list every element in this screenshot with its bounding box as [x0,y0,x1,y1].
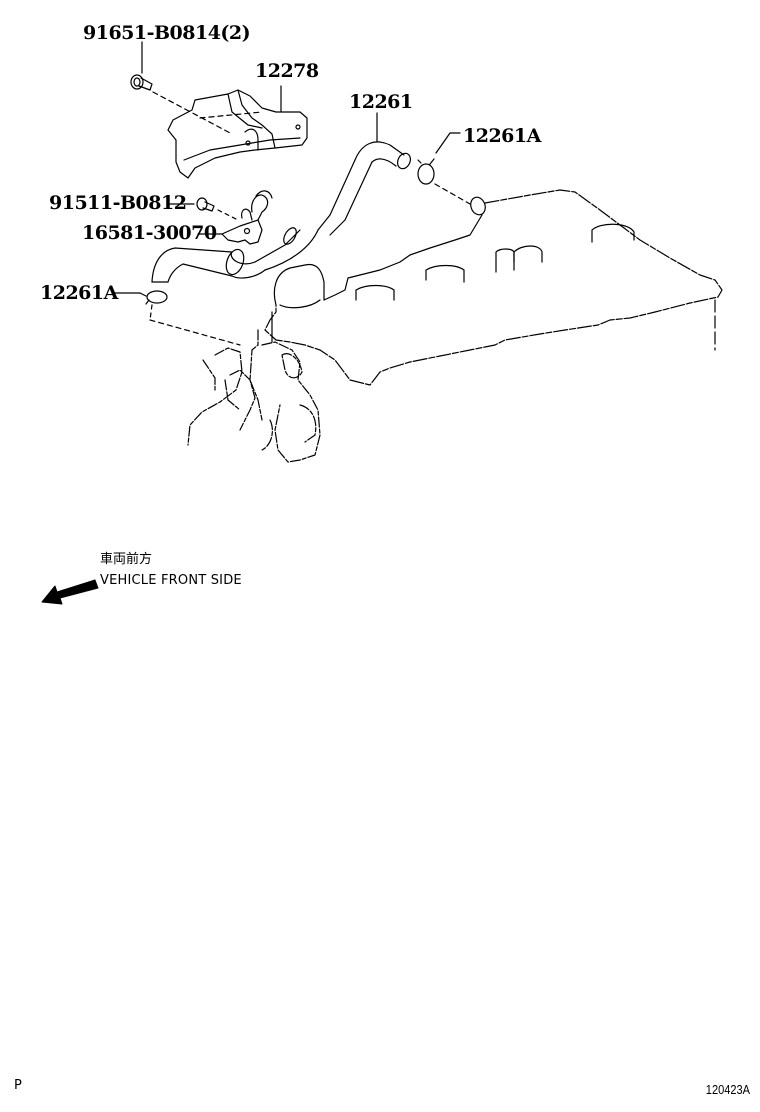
clip-bracket-illustration [197,190,273,245]
part-label-12261[interactable]: 12261 [349,91,413,113]
bolt-top-illustration [130,41,233,135]
engine-lower-illustration [187,329,321,463]
vehicle-front-note-english: VEHICLE FRONT SIDE [100,573,242,588]
clamp-right-illustration [417,132,486,216]
part-label-12278[interactable]: 12278 [255,60,319,82]
part-label-16581-30070[interactable]: 16581-30070 [82,222,217,244]
page-marker: P [14,1078,22,1093]
arrow-left-down-icon [41,579,99,605]
clamp-left-illustration [111,290,241,346]
part-label-12261a-right[interactable]: 12261A [463,125,541,147]
figure-code: 120423A [705,1082,750,1097]
part-label-91651-b0814[interactable]: 91651-B0814(2) [83,22,251,44]
bolt-mid-illustration [167,197,239,221]
bracket-illustration [167,85,308,179]
vehicle-front-note-japanese: 車両前方 [100,552,153,567]
part-label-12261a-left[interactable]: 12261A [40,282,118,304]
engine-head-cover-illustration [264,189,723,386]
hose-illustration [151,112,412,283]
part-label-91511-b0812[interactable]: 91511-B0812 [49,192,187,214]
